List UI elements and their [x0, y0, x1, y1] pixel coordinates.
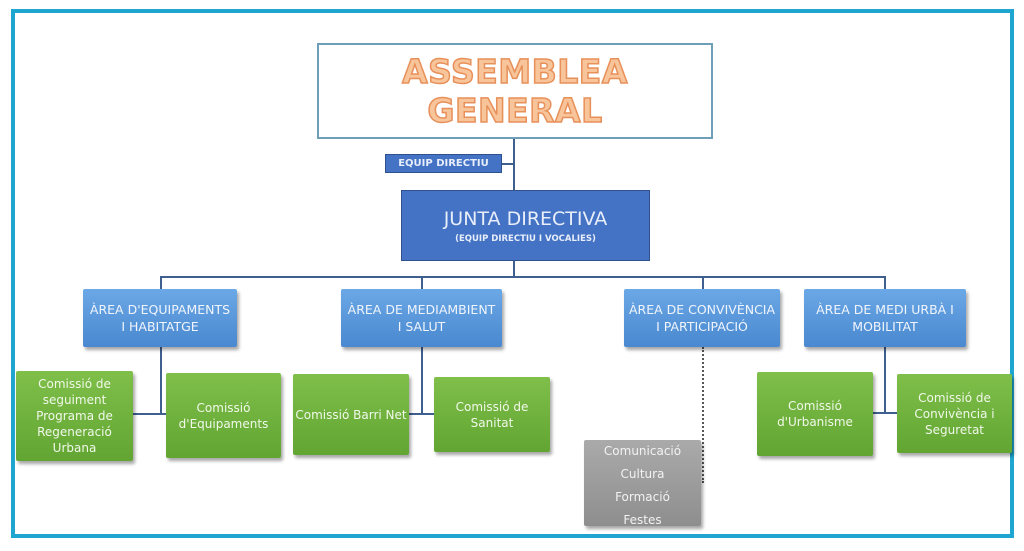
equip-directiu-label: EQUIP DIRECTIU: [398, 158, 489, 169]
commission-line: d'Equipaments: [178, 416, 269, 431]
commission-line: Comissió: [196, 400, 251, 415]
commission-line: d'Urbanisme: [777, 415, 853, 429]
connector-area-3-dotted: [702, 347, 704, 483]
commission-line: seguiment: [42, 393, 107, 407]
junta-directiva-subtitle: (EQUIP DIRECTIU I VOCALIES): [455, 233, 596, 244]
connector-root-to-board: [513, 139, 515, 190]
connector-area-4-commissions: [873, 412, 897, 414]
node-area-medi-urba-mobilitat: ÀREA DE MEDI URBÀ I MOBILITAT: [804, 289, 966, 347]
connector-area-bus: [160, 276, 886, 278]
outer-frame: [11, 9, 1014, 538]
connector-board-down: [513, 261, 515, 277]
node-area-equipaments-habitatge: ÀREA D'EQUIPAMENTS I HABITATGE: [83, 289, 237, 347]
node-junta-directiva: JUNTA DIRECTIVA (EQUIP DIRECTIU I VOCALI…: [401, 190, 650, 261]
topic-item: Formació: [615, 490, 670, 504]
node-comissio-urbanisme: Comissió d'Urbanisme: [757, 372, 873, 456]
area-label-line1: ÀREA DE MEDI URBÀ I: [816, 302, 954, 317]
commission-line: Sanitat: [470, 415, 514, 430]
node-convivencia-topics: Comunicació Cultura Formació Festes: [584, 440, 701, 527]
connector-equip-directiu: [502, 163, 514, 165]
area-label-line2: I PARTICIPACIÓ: [656, 319, 748, 334]
assemblea-general-title: ASSEMBLEA GENERAL: [401, 51, 628, 131]
commission-line: Regeneració: [37, 425, 112, 439]
connector-area-1-commissions: [133, 413, 166, 415]
commission-line: Comissió de: [918, 390, 991, 405]
commission-line: Convivència i: [914, 406, 995, 421]
area-label-line2: I HABITATGE: [121, 319, 199, 334]
commission-line: Seguretat: [924, 422, 985, 437]
connector-area-1: [160, 276, 162, 289]
connector-area-2-commissions: [409, 413, 434, 415]
area-label-line2: I SALUT: [397, 319, 446, 334]
connector-area-2: [421, 276, 423, 289]
node-comissio-convivencia-seguretat: Comissió de Convivència i Seguretat: [897, 374, 1012, 453]
node-area-convivencia-participacio: ÀREA DE CONVIVÈNCIA I PARTICIPACIÓ: [624, 289, 780, 347]
commission-line: Comissió de: [455, 399, 529, 414]
node-assemblea-general: ASSEMBLEA GENERAL: [317, 43, 713, 139]
node-comissio-barri-net: Comissió Barri Net: [293, 374, 409, 455]
commission-line: Comissió Barri Net: [295, 407, 407, 422]
area-label-line2: MOBILITAT: [852, 319, 918, 334]
node-area-mediambient-salut: ÀREA DE MEDIAMBIENT I SALUT: [341, 289, 502, 347]
topic-item: Festes: [623, 513, 662, 527]
connector-area-3: [702, 276, 704, 289]
node-comissio-sanitat: Comissió de Sanitat: [434, 377, 550, 452]
area-label-line1: ÀREA DE MEDIAMBIENT: [347, 302, 496, 317]
node-comissio-seguiment-regeneracio: Comissió de seguiment Programa de Regene…: [16, 371, 133, 461]
commission-line: Urbana: [52, 441, 97, 455]
commission-line: Comissió: [788, 399, 842, 413]
connector-area-4: [884, 276, 886, 289]
node-equip-directiu: EQUIP DIRECTIU: [385, 154, 502, 173]
connector-area-4-down: [884, 347, 886, 413]
connector-area-1-down: [160, 347, 162, 414]
area-label-line1: ÀREA D'EQUIPAMENTS: [89, 302, 231, 317]
topic-item: Comunicació: [603, 444, 682, 458]
commission-line: Comissió de: [38, 377, 111, 391]
node-comissio-equipaments: Comissió d'Equipaments: [166, 373, 281, 458]
commission-line: Programa de: [36, 409, 113, 423]
topic-item: Cultura: [620, 467, 665, 481]
connector-area-2-down: [421, 347, 423, 414]
junta-directiva-title: JUNTA DIRECTIVA: [443, 207, 608, 230]
area-label-line1: ÀREA DE CONVIVÈNCIA: [628, 302, 776, 317]
